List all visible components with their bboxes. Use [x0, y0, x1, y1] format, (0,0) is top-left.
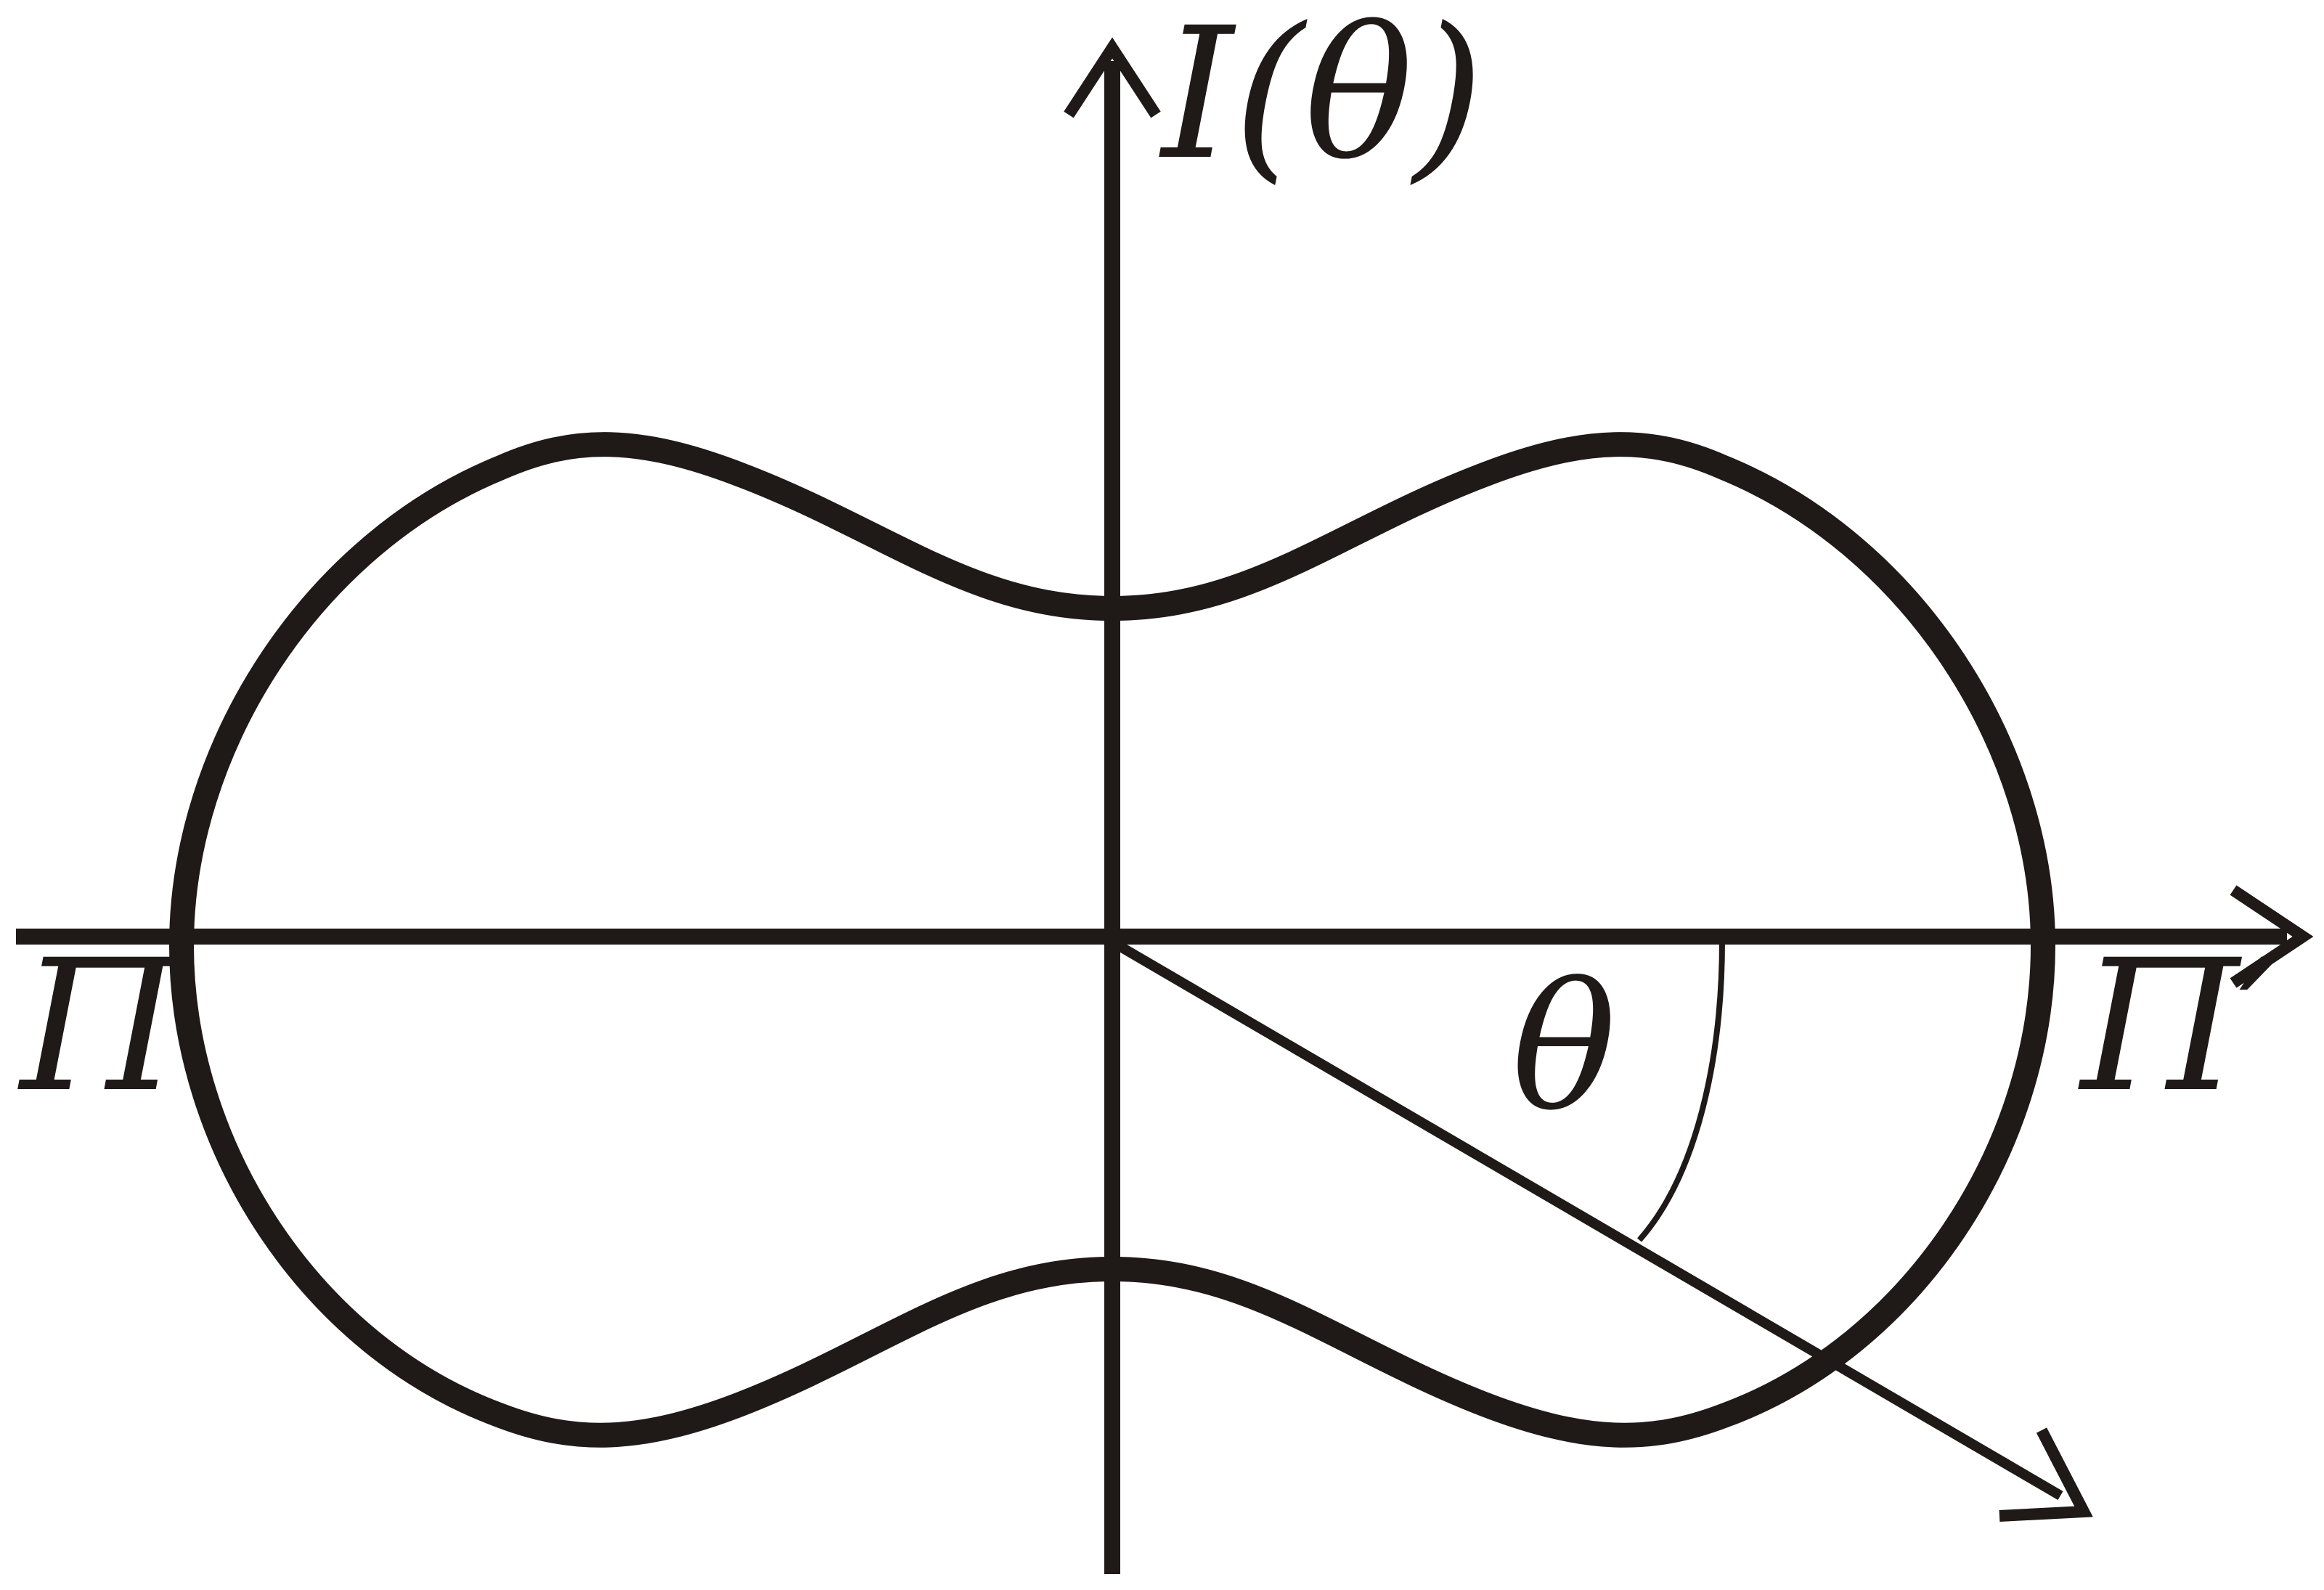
vertical-axis-label: I(θ) [1159, 0, 1484, 200]
vertical-axis-arrowhead [1064, 37, 1161, 118]
right-axis-end-label: Π′ [2078, 921, 2280, 1132]
angle-label: θ [1512, 946, 1617, 1149]
direction-ray-arrowhead [1999, 1427, 2093, 1522]
direction-ray [1115, 940, 2063, 1501]
horizontal-axis-arrowhead [2230, 885, 2314, 988]
angle-arc [1637, 940, 1725, 1242]
left-axis-end-label: Π [17, 921, 182, 1132]
